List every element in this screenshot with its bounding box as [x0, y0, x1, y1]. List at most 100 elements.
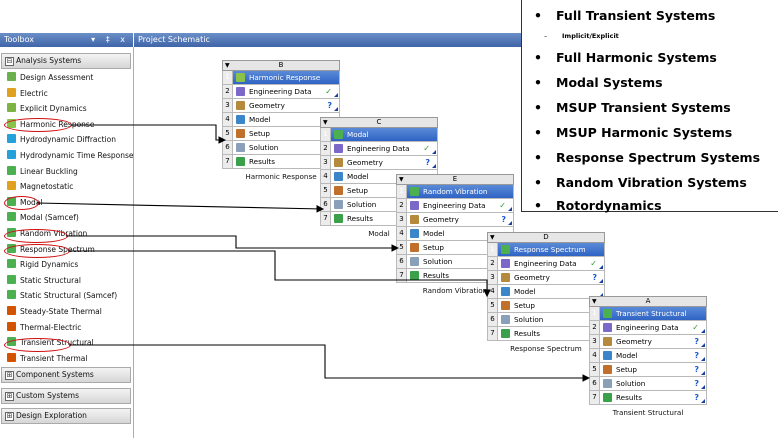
system-caption[interactable]: Transient Structural: [612, 408, 684, 417]
cell-number: 6: [590, 377, 600, 390]
toolbox-item-magnetostatic[interactable]: Magnetostatic: [7, 180, 73, 194]
cell-corner-triangle-icon: [432, 150, 436, 154]
cell-type-icon: [603, 393, 612, 402]
expand-collapse-icon[interactable]: ⊟: [5, 57, 14, 66]
toolbox-item-design-assessment[interactable]: Design Assessment: [7, 71, 93, 85]
system-caption[interactable]: Harmonic Response: [245, 172, 317, 181]
sub-bullet-item: –Implicit/Explicit: [544, 32, 619, 40]
dropdown-arrow-icon[interactable]: ▼: [323, 119, 328, 126]
refresh-required-icon: ?: [425, 158, 430, 167]
bullet-text: Full Transient Systems: [556, 8, 716, 23]
toolbox-section-component-systems[interactable]: ⊞Component Systems: [1, 367, 131, 383]
dropdown-arrow-icon[interactable]: ▼: [592, 298, 597, 305]
toolbox-item-transient-thermal[interactable]: Transient Thermal: [7, 352, 87, 366]
cell-number: 5: [321, 184, 331, 197]
cell-corner-triangle-icon: [701, 385, 705, 389]
cell-corner-triangle-icon: [599, 265, 603, 269]
bullet-marker: •: [534, 175, 542, 190]
refresh-required-icon: ?: [501, 215, 506, 224]
cell-label: Response Spectrum: [514, 245, 586, 254]
bullet-marker: •: [534, 198, 542, 213]
toolbox-item-label: Steady-State Thermal: [20, 307, 102, 316]
cell-corner-triangle-icon: [701, 329, 705, 333]
cell-number: 2: [488, 257, 498, 270]
toolbox-item-steady-state-thermal[interactable]: Steady-State Thermal: [7, 305, 102, 319]
cell-label: Solution: [423, 257, 453, 266]
cell-number: 7: [321, 212, 331, 225]
bullet-item: •Full Harmonic Systems: [534, 50, 717, 65]
toolbox-item-thermal-electric[interactable]: Thermal-Electric: [7, 321, 81, 335]
dropdown-arrow-icon[interactable]: ▼: [399, 176, 404, 183]
expand-collapse-icon[interactable]: ⊞: [5, 412, 14, 421]
system-caption[interactable]: Random Vibration: [422, 286, 488, 295]
cell-corner-triangle-icon: [701, 343, 705, 347]
cell-type-icon: [410, 187, 419, 196]
toolbox-item-rigid-dynamics[interactable]: Rigid Dynamics: [7, 258, 78, 272]
bullet-item: •Rotordynamics: [534, 198, 662, 213]
toolbox-section-analysis-systems[interactable]: ⊟Analysis Systems: [1, 53, 131, 69]
system-caption[interactable]: Response Spectrum: [510, 344, 582, 353]
cell-number: 3: [397, 213, 407, 226]
toolbox-item-static-structural-samcef-[interactable]: Static Structural (Samcef): [7, 289, 117, 303]
dropdown-arrow-icon[interactable]: ▼: [225, 62, 230, 69]
cell-type-icon: [236, 129, 245, 138]
bullet-marker: •: [534, 75, 542, 90]
cell-number: 6: [321, 198, 331, 211]
cell-number: 3: [488, 271, 498, 284]
arrow-harmonic: [71, 124, 227, 144]
bullet-text: Response Spectrum Systems: [556, 150, 761, 165]
toolbox-item-linear-buckling[interactable]: Linear Buckling: [7, 165, 78, 179]
expand-collapse-icon[interactable]: ⊞: [5, 371, 14, 380]
toolbox-item-electric[interactable]: Electric: [7, 87, 48, 101]
cell-type-icon: [410, 257, 419, 266]
bullet-marker: •: [534, 125, 542, 140]
toolbox-item-hydrodynamic-diffraction[interactable]: Hydrodynamic Diffraction: [7, 133, 116, 147]
cell-label: Solution: [249, 143, 279, 152]
cell-type-icon: [334, 130, 343, 139]
toolbox-item-hydrodynamic-time-response[interactable]: Hydrodynamic Time Response: [7, 149, 134, 163]
cell-type-icon: [236, 73, 245, 82]
cell-label: Setup: [514, 301, 535, 310]
toolbox-item-modal-samcef-[interactable]: Modal (Samcef): [7, 211, 79, 225]
cell-label: Engineering Data: [616, 323, 679, 332]
toolbox-window-buttons[interactable]: ▾ ‡ x: [91, 35, 129, 44]
toolbox-section-custom-systems[interactable]: ⊞Custom Systems: [1, 388, 131, 404]
toolbox-item-explicit-dynamics[interactable]: Explicit Dynamics: [7, 102, 87, 116]
toolbox-item-static-structural[interactable]: Static Structural: [7, 274, 81, 288]
cell-type-icon: [603, 323, 612, 332]
toolbox-section-design-exploration[interactable]: ⊞Design Exploration: [1, 408, 131, 424]
expand-collapse-icon[interactable]: ⊞: [5, 392, 14, 401]
system-caption[interactable]: Modal: [368, 229, 390, 238]
dropdown-arrow-icon[interactable]: ▼: [490, 234, 495, 241]
